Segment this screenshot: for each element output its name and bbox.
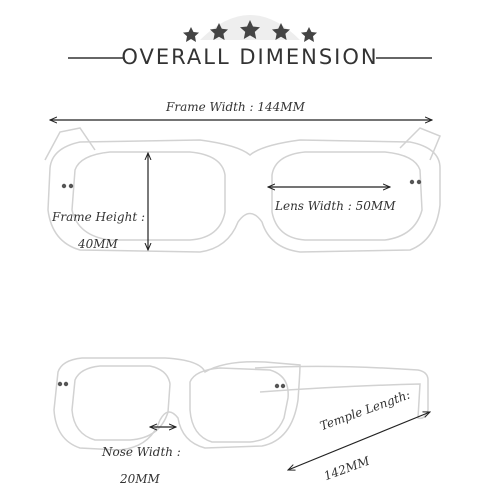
- rivet-icon: [61, 183, 67, 189]
- rivet-icon: [409, 179, 415, 185]
- star-icon: [183, 27, 199, 42]
- rivet-icon: [57, 381, 63, 387]
- temple-length-arrow: [288, 412, 430, 470]
- star-icon: [272, 23, 290, 40]
- page-title: OVERALL DIMENSION: [121, 45, 379, 69]
- nose-width-value: 20MM: [120, 472, 160, 486]
- lens-right-angled: [189, 367, 289, 443]
- glasses-front-view: [44, 127, 441, 253]
- lens-left: [71, 151, 226, 241]
- temple-arm: [254, 365, 429, 420]
- temple-right-stub: [399, 127, 441, 161]
- nose-width-label: Nose Width :: [102, 445, 181, 459]
- frame-height-value: 40MM: [78, 237, 118, 251]
- frame-outer-angled: [53, 357, 301, 451]
- rivet-icon: [416, 179, 422, 185]
- rating-stars: [183, 20, 317, 42]
- frame-height-label: Frame Height :: [52, 210, 146, 224]
- rivet-icon: [68, 183, 74, 189]
- frame-outer: [47, 139, 441, 253]
- lens-left-angled: [71, 365, 171, 441]
- star-icon: [240, 20, 260, 39]
- star-icon: [210, 23, 228, 40]
- lens-width-label: Lens Width : 50MM: [275, 199, 396, 213]
- star-icon: [301, 27, 317, 42]
- temple-left-stub: [44, 127, 96, 161]
- glasses-side-view: [53, 357, 429, 451]
- frame-width-label: Frame Width : 144MM: [166, 100, 305, 114]
- rivet-icon: [274, 383, 280, 389]
- header-graphic: [68, 15, 432, 59]
- rivet-icon: [63, 381, 69, 387]
- lens-right: [271, 151, 423, 241]
- rivet-icon: [280, 383, 286, 389]
